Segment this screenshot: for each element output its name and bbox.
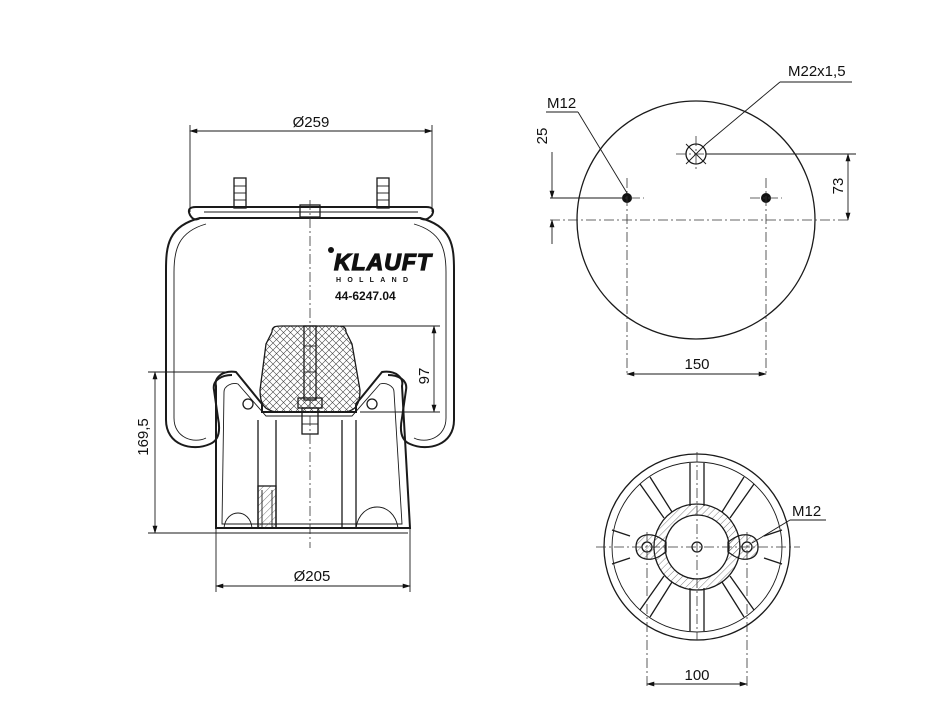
label-air-fitting: M22x1,5 xyxy=(788,63,846,80)
side-view: KLAUFT HOLLAND 44-6247.04 Ø259 Ø205 169,… xyxy=(135,114,455,592)
dim-piston-height: 97 xyxy=(416,368,433,385)
dim-stud-spacing-top: 150 xyxy=(684,356,709,373)
dim-offset-73: 73 xyxy=(830,178,847,195)
label-bottom-stud-thread: M12 xyxy=(792,503,821,520)
hub-ring xyxy=(653,503,741,591)
brand-logo: KLAUFT HOLLAND xyxy=(328,247,433,284)
bellow-outline xyxy=(165,217,233,449)
dim-top-diameter: Ø259 xyxy=(293,114,330,131)
piston-stud xyxy=(257,485,277,529)
part-number: 44-6247.04 xyxy=(335,289,396,303)
dim-piston-diameter: Ø205 xyxy=(294,568,331,585)
label-top-stud-thread: M12 xyxy=(547,95,576,112)
top-stud-right xyxy=(376,177,390,209)
dim-offset-25: 25 xyxy=(534,128,551,145)
logo-subtext: HOLLAND xyxy=(336,277,414,284)
top-stud-left xyxy=(233,177,247,209)
bottom-view: M12 100 xyxy=(596,452,826,688)
dim-stud-spacing-bottom: 100 xyxy=(684,667,709,684)
top-view: M22x1,5 M12 25 73 150 xyxy=(534,63,856,377)
dim-height: 169,5 xyxy=(135,418,152,456)
logo-text: KLAUFT xyxy=(334,249,433,275)
